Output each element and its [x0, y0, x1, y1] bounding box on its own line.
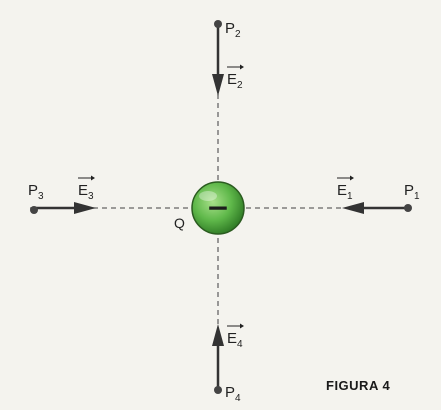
field-arrow-e1 [342, 202, 408, 214]
field-label-e3: E3 [78, 175, 95, 202]
field-arrow-e3 [34, 202, 96, 214]
charge-label: Q [174, 215, 185, 231]
point-p2-label: P2 [225, 20, 241, 40]
svg-text:E4: E4 [227, 330, 243, 350]
figure-label: FIGURA 4 [326, 378, 390, 393]
field-label-e4: E4 [227, 323, 244, 350]
point-p4-label: P4 [225, 384, 241, 404]
svg-text:E2: E2 [227, 71, 243, 91]
point-p1-dot [404, 204, 412, 212]
field-arrow-e2 [212, 26, 224, 96]
point-p4-dot [214, 386, 222, 394]
point-p3-label: P3 [28, 182, 44, 202]
charge-sign: − [206, 191, 229, 224]
point-p2-dot [214, 20, 222, 28]
point-p1-label: P1 [404, 182, 420, 202]
charge-sphere: − [191, 181, 245, 235]
point-p3-dot [30, 206, 38, 214]
field-label-e2: E2 [227, 64, 244, 91]
field-arrow-e4 [212, 324, 224, 390]
svg-text:E1: E1 [337, 182, 353, 202]
field-label-e1: E1 [337, 175, 354, 202]
svg-text:E3: E3 [78, 182, 94, 202]
